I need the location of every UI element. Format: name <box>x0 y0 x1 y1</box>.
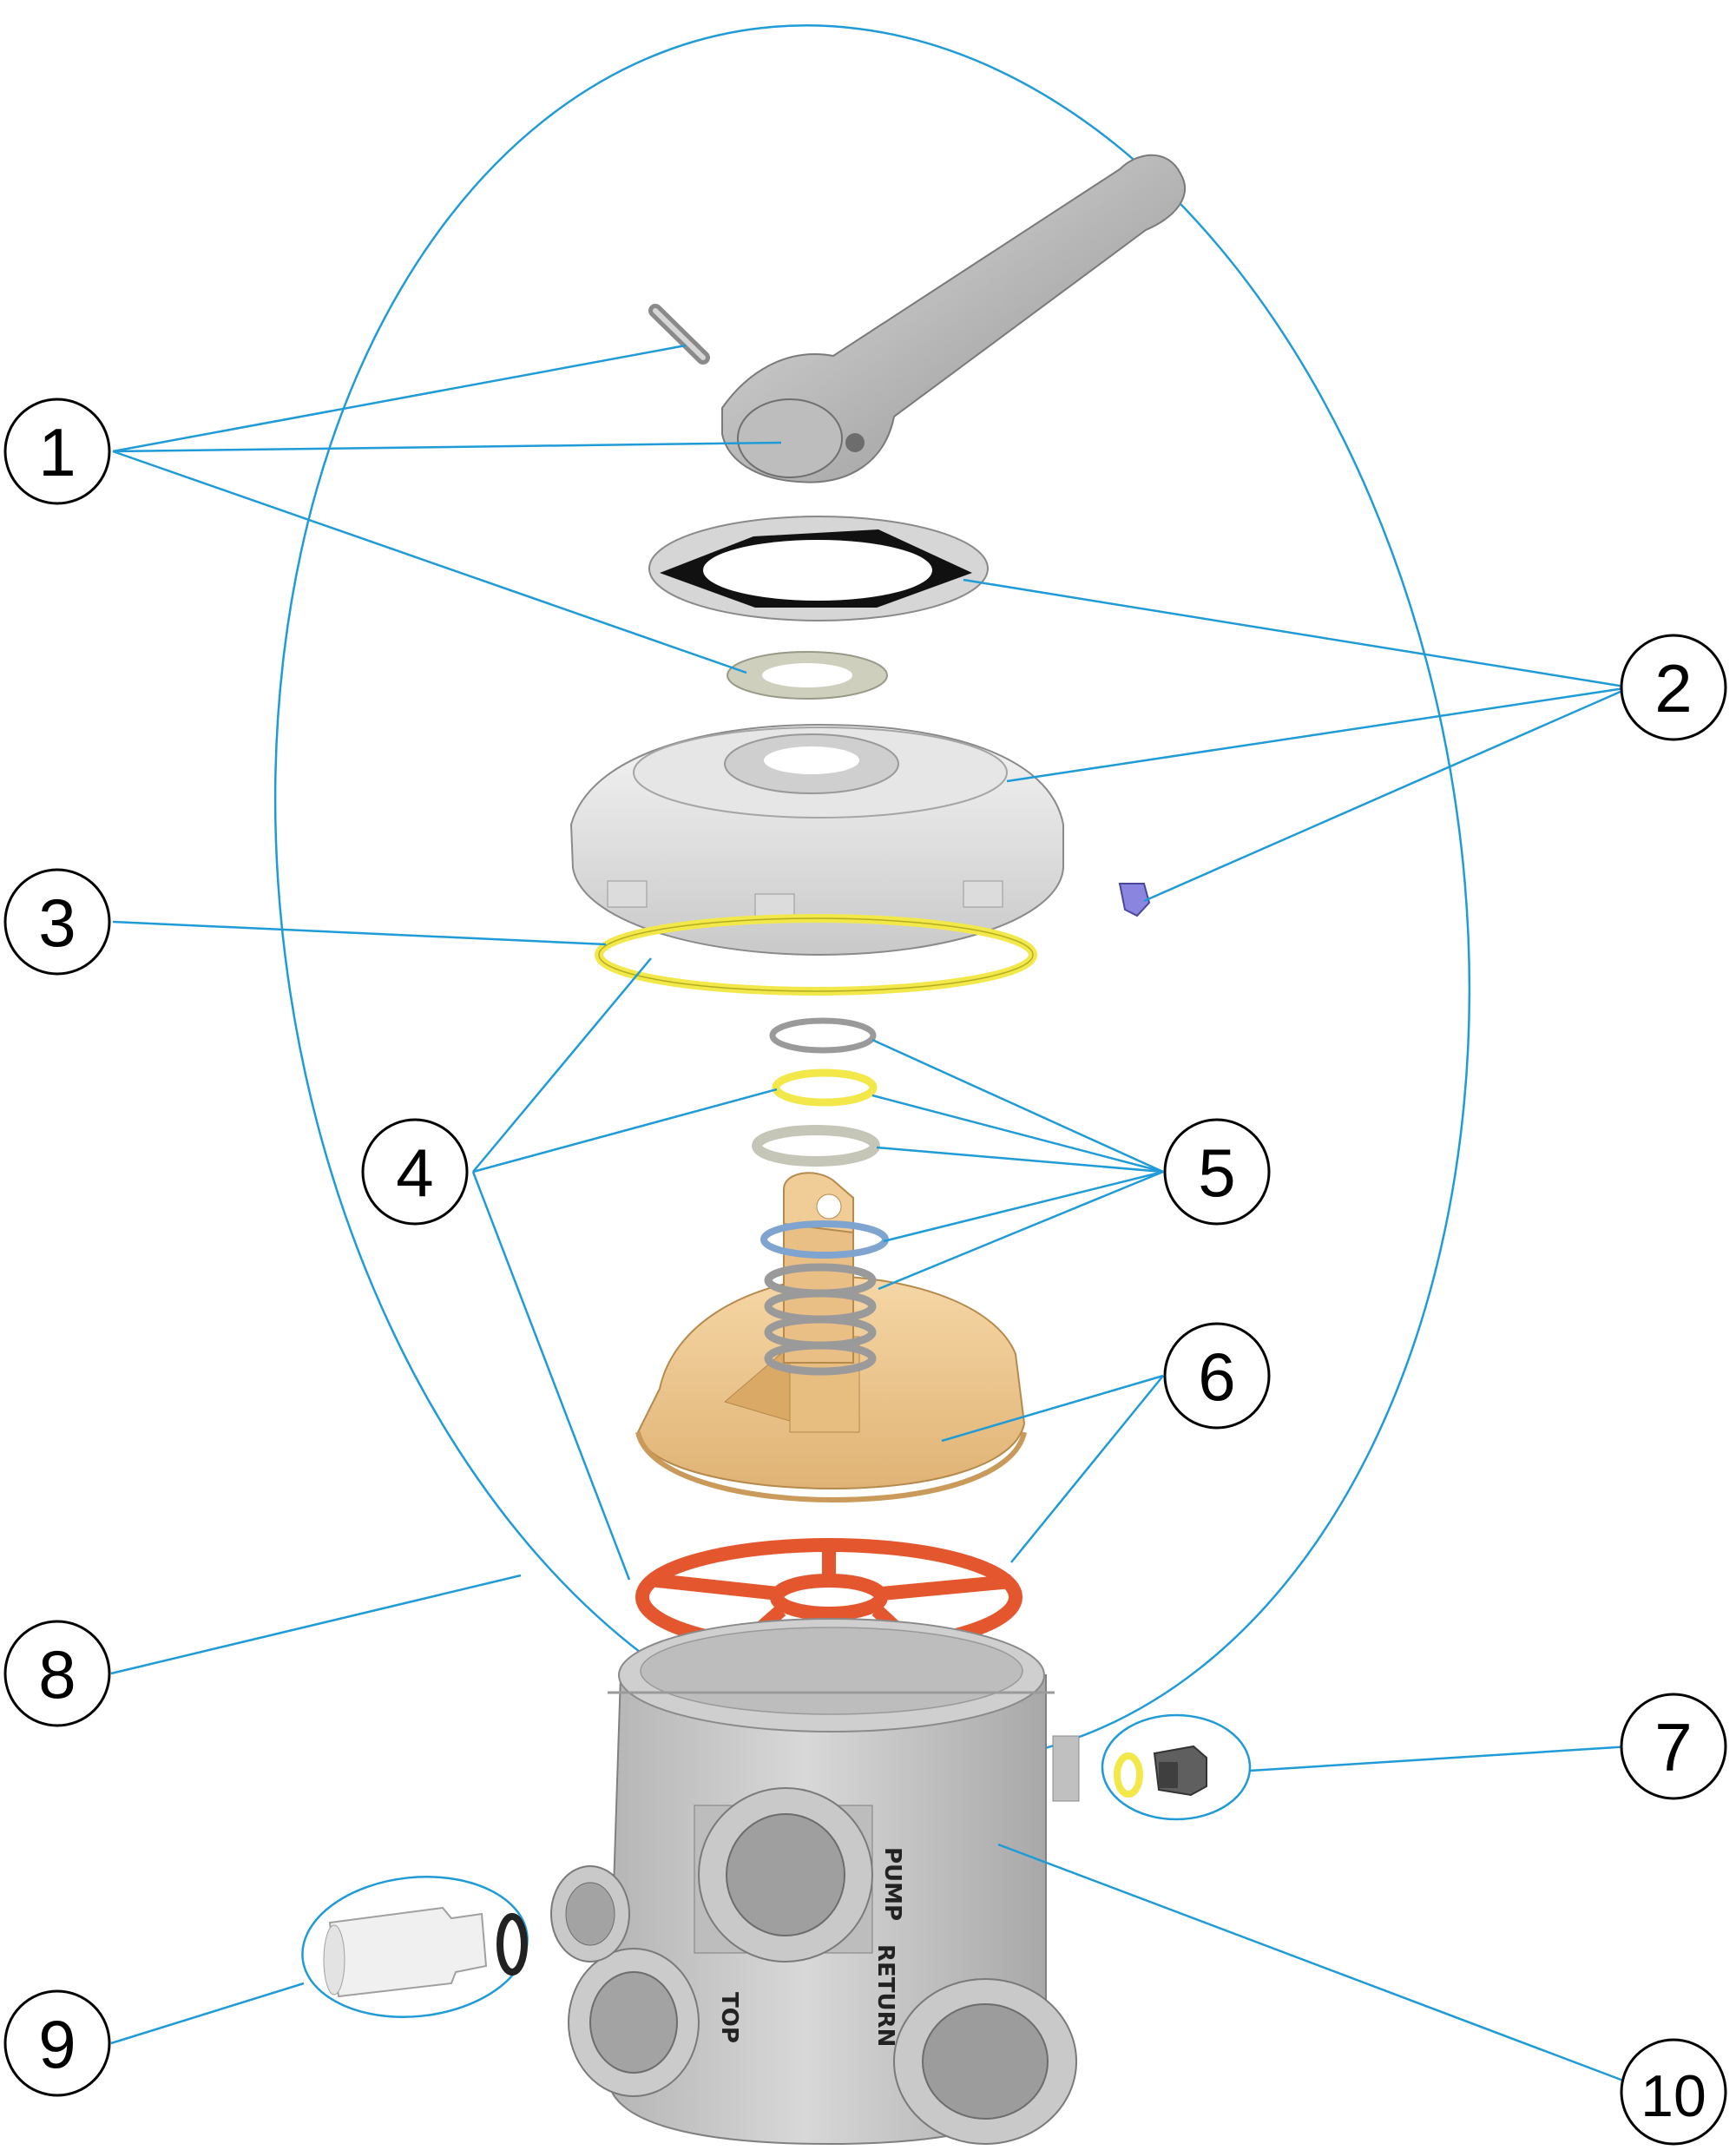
svg-text:5: 5 <box>1198 1134 1235 1211</box>
drain-plug-part <box>1114 1745 1207 1798</box>
callout-10: 10 <box>1620 2038 1727 2146</box>
valve-body-part <box>550 1618 1080 2146</box>
spring-part <box>764 1263 877 1376</box>
callout-4: 4 <box>361 1118 469 1226</box>
return-port <box>893 1978 1077 2145</box>
top-label-plate-part <box>648 516 989 621</box>
drain-group-ellipse <box>1101 1713 1252 1821</box>
ring-yellow-part <box>772 1068 878 1107</box>
cover-part <box>569 723 1064 957</box>
svg-text:8: 8 <box>38 1636 76 1713</box>
callout-7: 7 <box>1620 1693 1727 1800</box>
callout-6: 6 <box>1163 1322 1271 1430</box>
clip-part <box>1118 883 1151 917</box>
pin-part <box>648 304 710 365</box>
svg-text:6: 6 <box>1198 1338 1235 1415</box>
washer-part <box>727 651 888 700</box>
top-port <box>568 1948 700 2097</box>
side-port <box>550 1865 630 1963</box>
callout-3: 3 <box>3 868 111 976</box>
svg-text:10: 10 <box>1641 2063 1706 2129</box>
ring-upper-part <box>769 1017 877 1054</box>
top-label: TOP <box>716 1992 742 2043</box>
svg-text:3: 3 <box>38 884 76 961</box>
leader-lines <box>110 344 1631 2085</box>
stem-ring-part <box>760 1220 889 1259</box>
adapter-part <box>323 1906 528 1998</box>
callout-2: 2 <box>1620 634 1727 741</box>
callout-1: 1 <box>3 398 111 505</box>
svg-text:9: 9 <box>38 2006 76 2082</box>
svg-text:7: 7 <box>1654 1709 1692 1785</box>
return-label: RETURN <box>872 1944 898 2047</box>
svg-text:1: 1 <box>38 414 76 490</box>
handle-part <box>721 154 1186 483</box>
callout-5: 5 <box>1163 1118 1271 1226</box>
pump-port <box>694 1787 873 1963</box>
pump-label: PUMP <box>879 1847 905 1921</box>
callout-8: 8 <box>3 1620 111 1727</box>
ring-lower-part <box>752 1125 880 1167</box>
callout-9: 9 <box>3 1989 111 2097</box>
svg-text:4: 4 <box>396 1134 433 1211</box>
svg-text:2: 2 <box>1654 650 1692 727</box>
